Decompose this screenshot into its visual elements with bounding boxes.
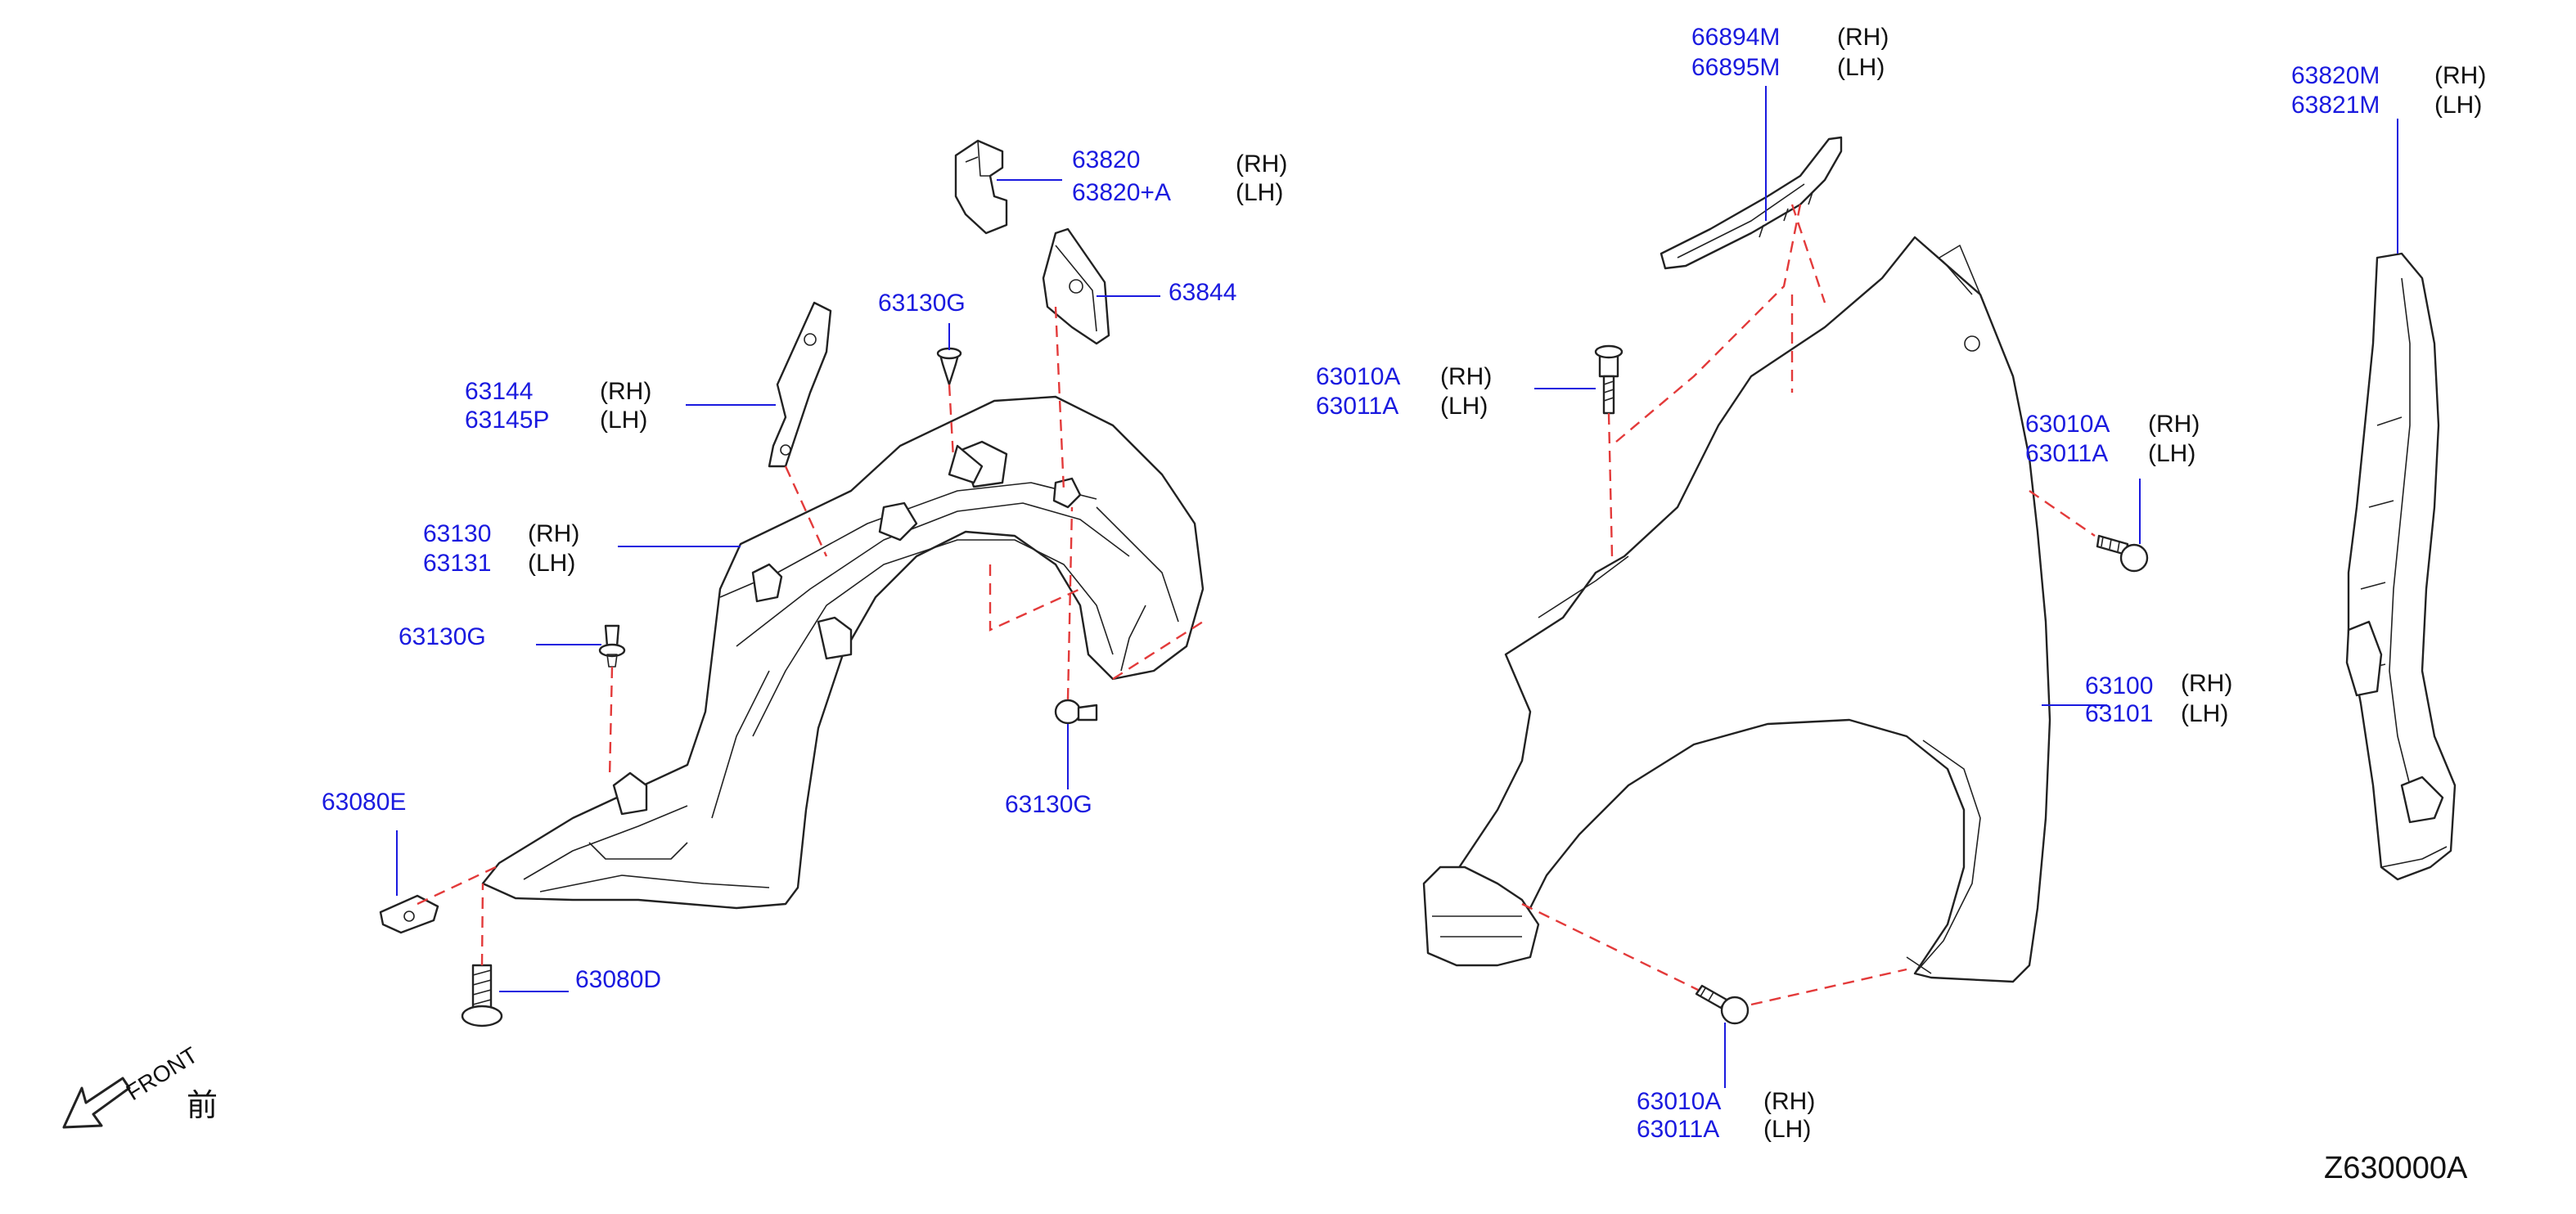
part-number[interactable]: 66895M (1691, 54, 1780, 81)
diagram-code: Z630000A (2324, 1151, 2468, 1185)
front-arrow-icon (62, 1077, 131, 1129)
side-label: (LH) (1763, 1116, 1811, 1143)
front-fender-63100 (1422, 236, 2051, 983)
bracket-63144 (768, 301, 832, 468)
screw-63080D (461, 964, 503, 1027)
callout-63130G-left: 63130G (399, 623, 486, 650)
part-number[interactable]: 63130G (399, 623, 486, 650)
side-label: (RH) (600, 378, 651, 405)
callout-63820M: 63820M (RH) 63821M (LH) (2291, 62, 2486, 119)
part-number[interactable]: 63080D (575, 966, 661, 993)
side-label: (RH) (528, 520, 579, 547)
callout-63130: 63130 (RH) 63131 (LH) (423, 520, 579, 577)
callout-63130G-bottom: 63130G (1005, 791, 1092, 818)
part-number[interactable]: 63010A (1316, 363, 1400, 390)
part-number[interactable]: 63820 (1072, 146, 1140, 173)
part-number[interactable]: 63101 (2085, 700, 2153, 727)
part-number[interactable]: 63145P (465, 407, 549, 434)
part-number[interactable]: 63100 (2085, 672, 2153, 699)
part-number[interactable]: 66894M (1691, 24, 1780, 51)
side-label: (LH) (1837, 54, 1885, 81)
front-kanji: 前 (187, 1087, 218, 1123)
callout-63130G-top: 63130G (878, 290, 966, 317)
callout-63010A-bottom: 63010A (RH) 63011A (LH) (1637, 1088, 1815, 1143)
part-number[interactable]: 63011A (1316, 393, 1398, 420)
bracket-63820 (954, 139, 1008, 235)
assembly-lines (417, 204, 2096, 1006)
part-number[interactable]: 63011A (2025, 440, 2108, 467)
clip-63130G-bottom (1054, 699, 1098, 725)
clip-nut-63080E (379, 894, 439, 934)
callout-63080E: 63080E (322, 789, 406, 816)
bolt-63010A-right (2096, 534, 2149, 573)
side-label: (RH) (2148, 411, 2200, 438)
callout-63010A-right: 63010A (RH) 63011A (LH) (2025, 411, 2200, 467)
side-label: (RH) (1440, 363, 1492, 390)
part-number[interactable]: 63844 (1169, 279, 1236, 306)
part-number[interactable]: 63010A (1637, 1088, 1721, 1115)
seal-66894M (1660, 136, 1843, 270)
callout-63844: 63844 (1169, 279, 1236, 306)
side-label: (LH) (2148, 440, 2195, 467)
bolt-63010A-bottom (1695, 984, 1750, 1025)
side-label: (RH) (1837, 24, 1889, 51)
side-label: (LH) (600, 407, 647, 434)
callout-63820: 63820 (RH) 63820+A (LH) (1072, 146, 1287, 206)
part-number[interactable]: 63130G (1005, 791, 1092, 818)
side-label: (RH) (2181, 670, 2232, 697)
side-label: (LH) (1236, 179, 1283, 206)
front-indicator: FRONT 前 (62, 1042, 218, 1129)
side-label: (RH) (1763, 1088, 1815, 1115)
part-number[interactable]: 63011A (1637, 1116, 1719, 1143)
insulator-63820M (2345, 252, 2457, 881)
part-number[interactable]: 63820M (2291, 62, 2380, 89)
part-number[interactable]: 63130 (423, 520, 491, 547)
side-label: (LH) (2434, 92, 2482, 119)
part-number[interactable]: 63080E (322, 789, 406, 816)
part-number[interactable]: 63131 (423, 550, 491, 577)
part-number[interactable]: 63821M (2291, 92, 2380, 119)
callout-63010A-top: 63010A (RH) 63011A (LH) (1316, 363, 1492, 420)
side-label: (LH) (2181, 700, 2228, 727)
bolt-63010A-top (1594, 344, 1624, 415)
callout-63144: 63144 (RH) 63145P (LH) (465, 378, 651, 434)
clip-63130G-top (936, 347, 962, 386)
part-number[interactable]: 63010A (2025, 411, 2110, 438)
clip-63130G-left (598, 624, 626, 668)
side-label: (RH) (2434, 62, 2486, 89)
part-number[interactable]: 63144 (465, 378, 533, 405)
fender-protector-63130 (481, 395, 1205, 910)
side-label: (LH) (528, 550, 575, 577)
side-label: (RH) (1236, 151, 1287, 178)
side-label: (LH) (1440, 393, 1488, 420)
callout-63080D: 63080D (575, 966, 661, 993)
part-number[interactable]: 63820+A (1072, 179, 1171, 206)
leader-lines (396, 86, 2398, 1088)
seal-63844 (1042, 227, 1110, 345)
callout-66894M: 66894M (RH) 66895M (LH) (1691, 24, 1889, 81)
callout-63100: 63100 (RH) 63101 (LH) (2085, 670, 2232, 727)
part-number[interactable]: 63130G (878, 290, 966, 317)
